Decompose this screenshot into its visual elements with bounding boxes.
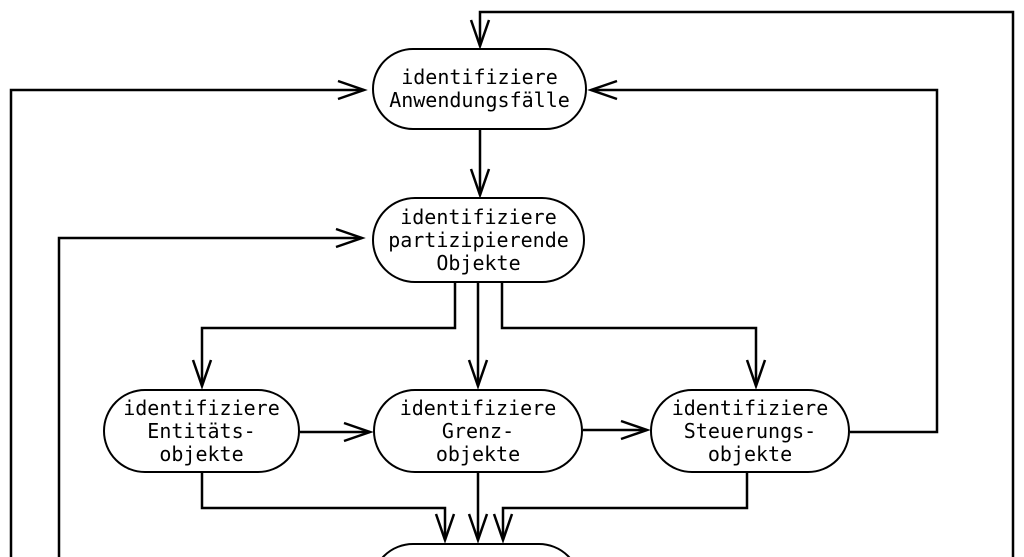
arrowhead-icon [434,513,456,544]
arrowhead-icon [467,359,489,390]
edge-loop-left-inner-to-partizipierende [57,227,366,557]
arrowhead-icon [469,168,491,199]
node-identifiziere-grenzobjekte-label: identifiziere Grenz- objekte [399,395,557,466]
edge-entitaets-to-unten [200,472,456,544]
arrowhead-icon [337,79,368,101]
node-identifiziere-partizipierende-objekte: identifiziere partizipierende Objekte [372,197,585,283]
edge-anwendungsfaelle-to-partizipierende [469,130,491,199]
edge-steuerungs-to-unten [492,472,749,544]
arrowhead-icon [191,359,213,390]
arrowhead-icon [745,359,767,390]
node-identifiziere-anwendungsfaelle-label: identifiziere Anwendungsfälle [389,65,570,112]
edge-grenz-to-unten [467,472,489,544]
arrowhead-icon [469,19,491,50]
arrowhead-icon [335,227,366,249]
edge-partizipierende-to-entitaets [191,281,457,390]
edge-steuerungs-to-anwendungsfaelle [587,79,939,434]
node-bottom-partial [371,543,581,557]
node-identifiziere-steuerungsobjekte-label: identifiziere Steuerungs- objekte [671,395,829,466]
edge-loop-left-outer-to-anwendungsfaelle [9,79,368,557]
node-identifiziere-steuerungsobjekte: identifiziere Steuerungs- objekte [650,389,850,473]
edge-partizipierende-to-grenz [467,281,489,390]
arrowhead-icon [467,513,489,544]
node-identifiziere-partizipierende-objekte-label: identifiziere partizipierende Objekte [388,204,569,275]
node-identifiziere-anwendungsfaelle: identifiziere Anwendungsfälle [372,48,587,130]
edge-entitaets-to-grenz [300,421,374,443]
arrowhead-icon [492,513,514,544]
arrowhead-icon [343,421,374,443]
node-identifiziere-entitaetsobjekte: identifiziere Entitäts- objekte [103,389,300,473]
edge-grenz-to-steuerungs [583,419,651,441]
edge-loop-right-outer-to-anwendungsfaelle [469,10,1015,557]
arrowhead-icon [620,419,651,441]
node-identifiziere-entitaetsobjekte-label: identifiziere Entitäts- objekte [123,395,280,466]
arrowhead-icon [587,79,618,101]
node-identifiziere-grenzobjekte: identifiziere Grenz- objekte [373,389,583,473]
edge-partizipierende-to-steuerungs [500,281,767,390]
